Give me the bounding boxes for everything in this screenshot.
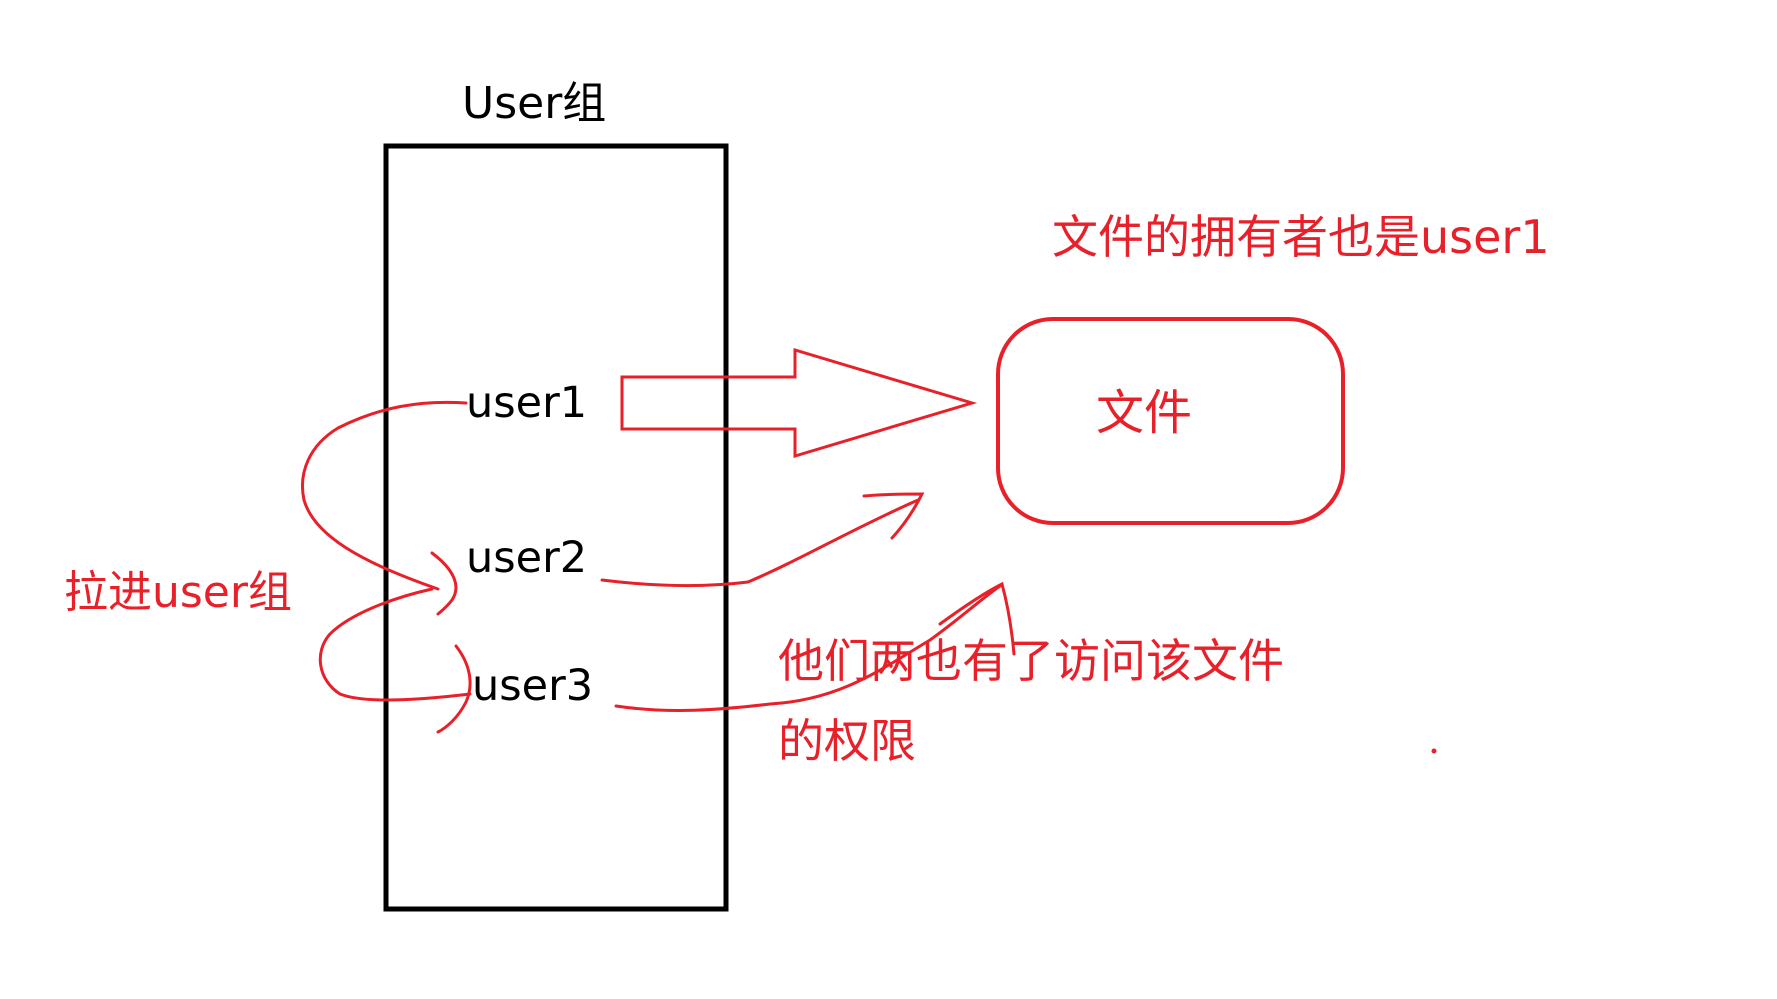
access-note-line1: 他们两也有了访问该文件	[778, 634, 1284, 688]
owner-note: 文件的拥有者也是user1	[1052, 210, 1550, 264]
pull-into-group-note: 拉进user组	[64, 567, 292, 618]
stray-dot	[1431, 748, 1437, 754]
pull-arrowhead-user3	[436, 644, 472, 734]
group-box	[383, 143, 729, 912]
access-note-line2: 的权限	[778, 714, 916, 768]
file-box	[996, 317, 1345, 525]
member-user1: user1	[466, 378, 588, 428]
group-title: User组	[462, 78, 607, 129]
pull-loop-user2	[301, 400, 468, 591]
member-user2: user2	[466, 533, 588, 583]
member-user3: user3	[472, 661, 594, 711]
access-arrow-user2	[600, 498, 920, 588]
access-arrowhead-user2	[862, 492, 925, 540]
access-arrow-user3	[614, 584, 1002, 712]
access-arrowhead-user3	[938, 581, 1016, 656]
pull-loop-user3	[318, 587, 472, 702]
file-label: 文件	[1096, 385, 1193, 441]
pull-arrowhead-user2	[430, 551, 458, 616]
ownership-arrow	[620, 347, 978, 459]
